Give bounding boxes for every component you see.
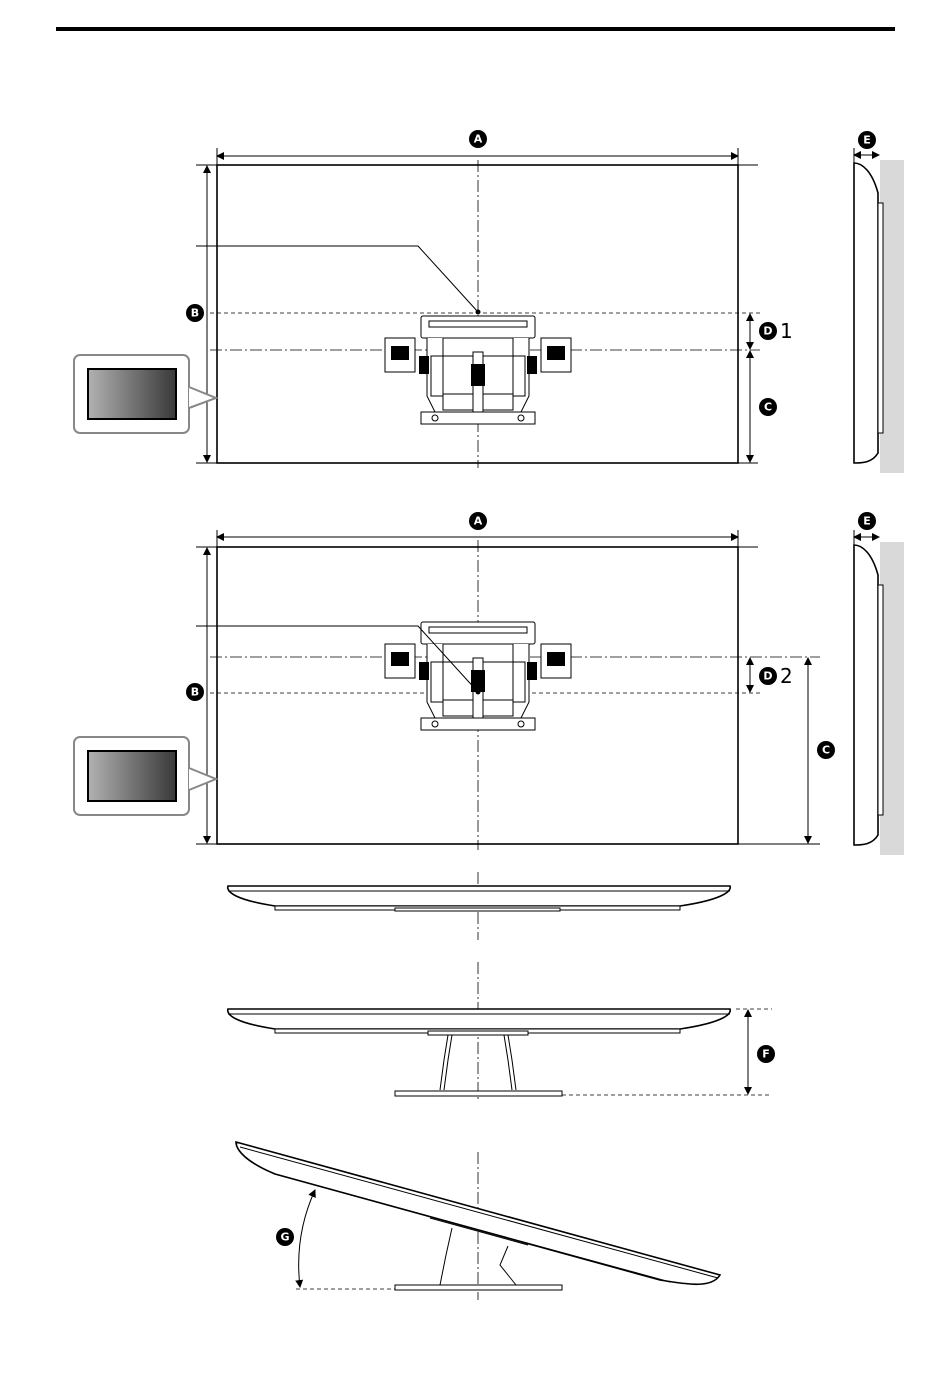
badge-a-1: A [469, 130, 487, 148]
badge-a-2: A [469, 512, 487, 530]
svg-text:E: E [863, 515, 871, 528]
badge-e-1: E [858, 131, 876, 149]
svg-text:A: A [474, 515, 483, 528]
svg-text:F: F [762, 1048, 770, 1061]
badge-d-2: D 2 [759, 664, 793, 688]
svg-text:B: B [191, 307, 199, 320]
svg-text:B: B [191, 686, 199, 699]
badge-b-1: B [186, 304, 204, 322]
svg-text:D: D [763, 670, 772, 683]
svg-text:2: 2 [780, 664, 793, 688]
dimension-g-arrow [299, 1190, 315, 1287]
tv-thumbnail-2 [74, 737, 216, 815]
badge-b-2: B [186, 683, 204, 701]
svg-text:C: C [764, 401, 772, 414]
tv-thumbnail-1 [74, 355, 216, 433]
badge-c-2: C [817, 741, 835, 759]
top-view-stand [228, 962, 772, 1102]
svg-text:A: A [474, 133, 483, 146]
svg-text:D: D [763, 325, 772, 338]
svg-text:G: G [280, 1231, 289, 1244]
badge-f: F [757, 1045, 775, 1063]
top-view-flat [228, 872, 730, 940]
svg-text:1: 1 [780, 319, 793, 343]
badge-c-1: C [759, 398, 777, 416]
wall-2 [880, 542, 904, 855]
badge-d-1: D 1 [759, 319, 793, 343]
wall-1 [880, 160, 904, 473]
svg-text:C: C [822, 744, 830, 757]
tilted-view [236, 1142, 720, 1300]
badge-g: G [276, 1228, 294, 1246]
svg-text:E: E [863, 134, 871, 147]
badge-e-2: E [858, 512, 876, 530]
